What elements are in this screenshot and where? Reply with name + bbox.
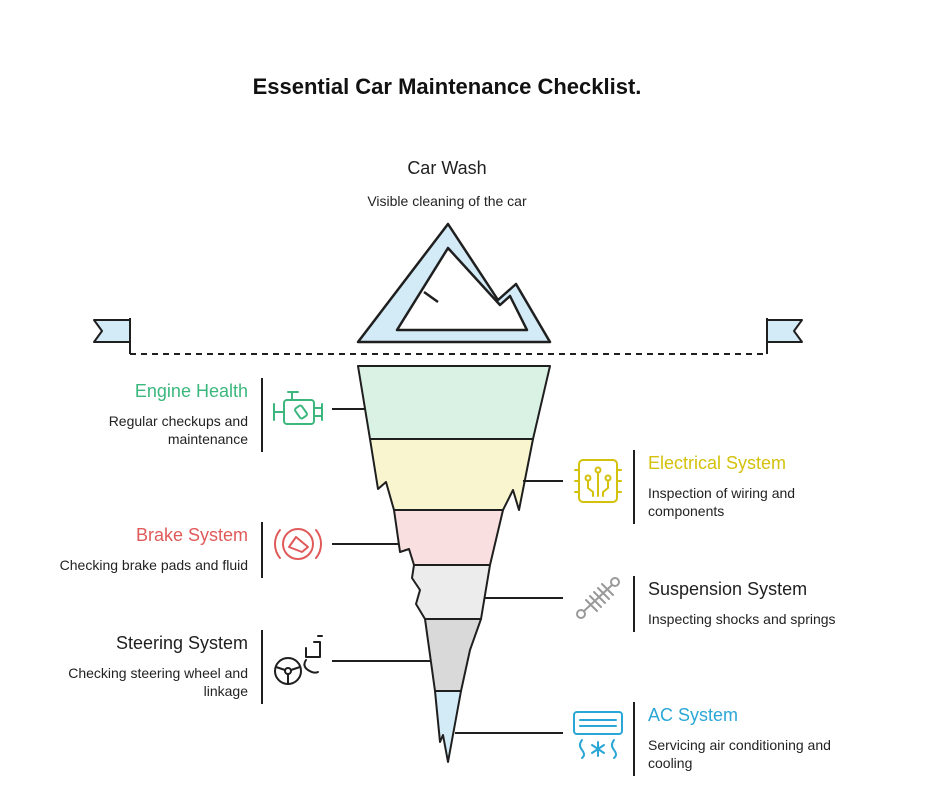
layer-title-ac-system: AC System: [648, 705, 739, 725]
brake-warning-icon: [273, 528, 323, 560]
layer-description-engine-health: Regular checkups and maintenance: [108, 413, 248, 447]
layer-label-steering-system: Steering System Checking steering wheel …: [28, 632, 248, 700]
tip-label: Car Wash: [407, 158, 487, 178]
layer-engine-health: [357, 365, 551, 440]
layer-title-suspension-system: Suspension System: [648, 579, 808, 599]
shock-absorber-icon: [576, 577, 620, 619]
layer-ac-system: [434, 690, 462, 763]
layer-title-brake-system: Brake System: [135, 525, 248, 545]
layer-description-steering-system: Checking steering wheel and linkage: [68, 665, 248, 699]
iceberg-tip-inner: [395, 246, 529, 332]
layer-suspension-system: [411, 564, 491, 620]
layer-title-engine-health: Engine Health: [134, 381, 248, 401]
layer-description-ac-system: Servicing air conditioning and cooling: [648, 737, 831, 771]
layer-title-steering-system: Steering System: [115, 633, 248, 653]
layer-description-brake-system: Checking brake pads and fluid: [59, 557, 248, 573]
left-flag-icon: [93, 318, 131, 354]
page-title: Essential Car Maintenance Checklist.: [252, 74, 642, 99]
layer-description-electrical-system: Inspection of wiring and components: [648, 485, 796, 519]
circuit-board-icon: [574, 459, 622, 503]
layer-label-suspension-system: Suspension System Inspecting shocks and …: [648, 578, 888, 628]
air-conditioner-icon: [573, 711, 623, 759]
right-flag-icon: [766, 318, 803, 354]
engine-icon: [273, 391, 323, 425]
layer-steering-system: [424, 618, 482, 692]
tip-description: Visible cleaning of the car: [367, 193, 527, 209]
layer-brake-system: [393, 509, 504, 566]
layer-electrical-system: [369, 438, 534, 511]
layer-label-brake-system: Brake System Checking brake pads and flu…: [18, 524, 248, 574]
layer-title-electrical-system: Electrical System: [648, 453, 787, 473]
layer-label-engine-health: Engine Health Regular checkups and maint…: [28, 380, 248, 448]
layer-label-electrical-system: Electrical System Inspection of wiring a…: [648, 452, 868, 520]
layer-label-ac-system: AC System Servicing air conditioning and…: [648, 704, 868, 772]
steering-wheel-icon: [274, 635, 323, 685]
layer-description-suspension-system: Inspecting shocks and springs: [648, 611, 836, 627]
